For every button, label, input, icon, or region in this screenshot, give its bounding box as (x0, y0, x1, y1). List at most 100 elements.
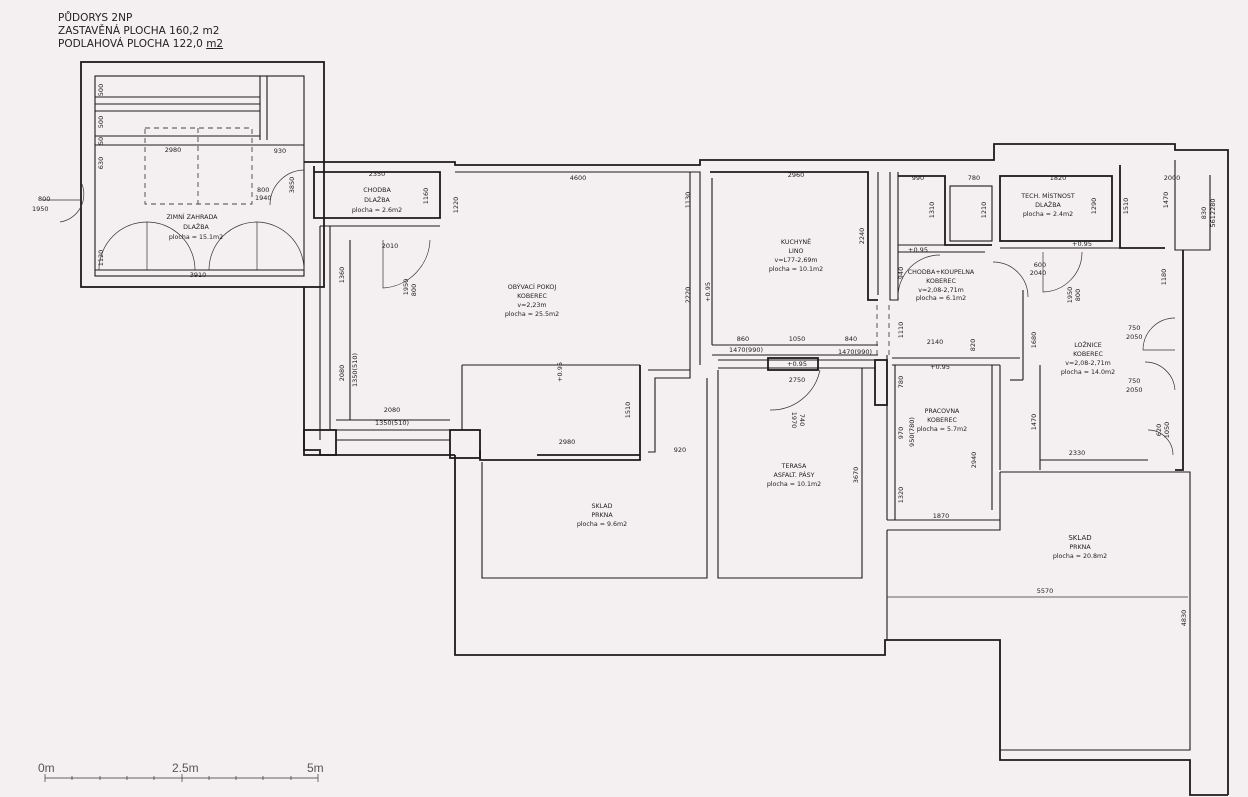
scale-label-5: 5m (307, 761, 324, 775)
plan-title: PŮDORYS 2NP (58, 12, 133, 24)
dim-2140: 2140 (927, 338, 944, 346)
dim-2080-vertical: 2080 (338, 365, 346, 382)
storage2-name: SKLAD (1068, 534, 1091, 542)
dim-3910: 3910 (190, 271, 207, 279)
terrace-walls (717, 357, 875, 579)
dim-2040: 2040 (1030, 269, 1047, 277)
level-marker-tech: +0.95 (1072, 240, 1092, 248)
dim-1120: 1120 (97, 250, 105, 267)
dim-750-upper: 750 (1128, 324, 1140, 332)
bedroom-walls (1010, 160, 1211, 471)
bedroom-height: v=2,08-2,71m (1065, 360, 1110, 367)
level-marker-bathroom: +0.95 (908, 246, 928, 254)
dim-2960: 2960 (788, 171, 805, 179)
dim-840: 840 (845, 335, 857, 343)
dim-750-lower: 750 (1128, 377, 1140, 385)
dim-1940-door-right: 1940 (255, 194, 272, 202)
dim-930: 930 (274, 147, 286, 155)
dim-2050-upper: 2050 (1126, 333, 1143, 341)
study-walls (874, 355, 1020, 521)
dim-2080-horizontal: 2080 (384, 406, 401, 414)
bedroom-name: LOŽNICE (1074, 340, 1102, 349)
built-area: ZASTAVĚNÁ PLOCHA 160,2 m2 (58, 25, 220, 37)
dim-1350-510-vertical: 1350(510) (351, 353, 359, 387)
dim-800-right-door: 800 (410, 284, 418, 296)
dim-970: 970 (897, 427, 905, 439)
living-room-walls (455, 171, 701, 461)
bathroom-floor: KOBEREC (926, 278, 956, 285)
dim-500b: 500 (97, 116, 105, 128)
dim-2000: 2000 (1164, 174, 1181, 182)
dim-620: 620 (1155, 424, 1163, 436)
dim-1050: 1050 (789, 335, 806, 343)
living-room-name: OBÝVACÍ POKOJ (508, 282, 557, 291)
dim-1320: 1320 (897, 487, 905, 504)
dim-1470-top: 1470 (1162, 192, 1170, 209)
room-labels: ZIMNÍ ZAHRADA DLAŽBA plocha = 15.1m2 CHO… (166, 187, 1115, 560)
scale-label-2-5: 2.5m (172, 761, 199, 775)
study-area: plocha = 5.7m2 (917, 426, 967, 433)
dim-1160: 1160 (422, 188, 430, 205)
hallway-area: plocha = 2.6m2 (352, 207, 402, 214)
floor-area-unit: m2 (206, 38, 224, 50)
dim-830: 830 (1200, 207, 1208, 219)
kitchen-height: v=L77-2,69m (775, 257, 818, 264)
floor-area-text: PODLAHOVÁ PLOCHA 122,0 (58, 38, 207, 50)
dim-2750: 2750 (789, 376, 806, 384)
bathroom-height: v=2,08-2,71m (918, 287, 963, 294)
dim-500a: 500 (97, 84, 105, 96)
dim-1360: 1360 (338, 267, 346, 284)
hallway-walls (303, 166, 481, 459)
dim-1510: 1510 (1122, 198, 1130, 215)
dim-1680: 1680 (1030, 332, 1038, 349)
living-room-height: v=2,23m (517, 302, 546, 309)
level-marker-terrace: +0.95 (787, 360, 807, 368)
dim-1820: 1820 (1050, 174, 1067, 182)
scale-label-0: 0m (38, 761, 55, 775)
living-room-area: plocha = 25.5m2 (505, 311, 559, 318)
dim-3670: 3670 (852, 467, 860, 484)
dimensions: 500 500 50 630 2980 930 3850 1120 3910 8… (32, 84, 1217, 626)
kitchen-area: plocha = 10.1m2 (769, 266, 823, 273)
dim-740: 740 (798, 414, 806, 426)
hallway-name: CHODBA (363, 187, 391, 194)
storage2-walls (886, 471, 1191, 751)
dim-630: 630 (97, 157, 105, 169)
tech-room-floor: DLAŽBA (1035, 200, 1061, 209)
dim-1470-bedroom: 1470 (1030, 414, 1038, 431)
dim-4600: 4600 (570, 174, 587, 182)
winter-garden-walls (42, 61, 325, 288)
dim-2350: 2350 (369, 170, 386, 178)
dim-1110: 1110 (897, 322, 905, 339)
dim-990: 990 (912, 174, 924, 182)
storage2-area: plocha = 20.8m2 (1053, 553, 1107, 560)
storage2-floor: PRKNA (1069, 544, 1091, 551)
dim-1470-990-right: 1470(990) (838, 348, 872, 356)
dim-800-door-right: 800 (257, 186, 269, 194)
dim-2980b: 2980 (559, 438, 576, 446)
kitchen-floor: LINO (788, 248, 803, 255)
dim-2240: 2240 (858, 228, 866, 245)
dim-800-door-left: 800 (38, 195, 50, 203)
dim-1130: 1130 (684, 192, 692, 209)
dim-860: 860 (737, 335, 749, 343)
dim-50: 50 (97, 137, 105, 145)
study-name: PRACOVNA (925, 408, 960, 415)
bathroom-area: plocha = 6.1m2 (916, 295, 966, 302)
bedroom-area: plocha = 14.0m2 (1061, 369, 1115, 376)
dim-2050-lower: 2050 (1126, 386, 1143, 394)
dim-920: 920 (674, 446, 686, 454)
dim-1970: 1970 (790, 412, 798, 429)
terrace-name: TERASA (781, 463, 807, 470)
study-floor: KOBEREC (927, 417, 957, 424)
dim-600: 600 (1034, 261, 1046, 269)
level-marker-study: +0.95 (930, 363, 950, 371)
dim-1470-990-left: 1470(990) (729, 346, 763, 354)
terrace-area: plocha = 10.1m2 (767, 481, 821, 488)
dim-2940: 2940 (970, 452, 978, 469)
dim-1510b: 1510 (624, 402, 632, 419)
dim-2220: 2220 (684, 287, 692, 304)
dim-1310: 1310 (928, 202, 936, 219)
dim-1950-right-door: 1950 (402, 279, 410, 296)
